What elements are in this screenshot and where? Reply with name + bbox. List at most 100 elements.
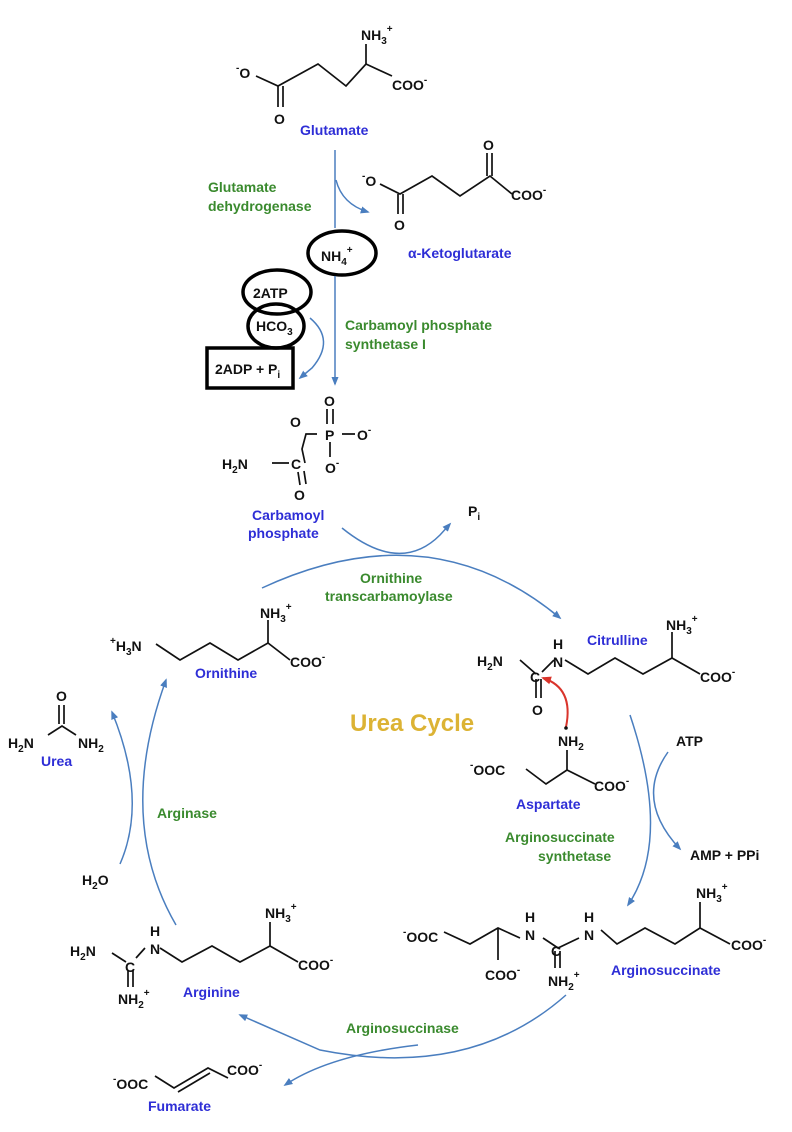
asl-label: Arginosuccinase xyxy=(346,1020,459,1036)
svg-text:N: N xyxy=(553,654,563,670)
svg-text:COO-: COO- xyxy=(594,776,629,794)
glutamate-structure: NH3+ COO- -O O xyxy=(236,24,427,127)
water-label: H2O xyxy=(82,872,109,892)
svg-text:O: O xyxy=(290,414,301,430)
arginine-structure: H N C H2N NH2+ NH3+ COO- xyxy=(70,902,333,1011)
svg-text:NH2: NH2 xyxy=(558,733,584,753)
svg-text:O: O xyxy=(274,111,285,127)
svg-text:NH2+: NH2+ xyxy=(118,988,150,1011)
svg-text:NH3+: NH3+ xyxy=(696,882,728,905)
urea-release-arrow xyxy=(111,710,133,865)
svg-text:NH2: NH2 xyxy=(78,735,104,755)
ass-label-1: Arginosuccinate xyxy=(505,829,615,845)
svg-text:COO-: COO- xyxy=(227,1060,262,1078)
bicarbonate-label: HCO3 xyxy=(256,318,293,338)
fumarate-release-arrow xyxy=(283,1044,419,1086)
svg-text:O: O xyxy=(56,688,67,704)
svg-text:O-: O- xyxy=(325,458,339,476)
phosphate-label: Pi xyxy=(468,503,480,523)
svg-text:COO-: COO- xyxy=(485,965,520,983)
carbamoyl-phosphate-structure: O O P O- O- C O H2N xyxy=(222,393,371,503)
adp-box xyxy=(205,346,295,390)
glutamate-dehydrogenase-label-2: dehydrogenase xyxy=(208,198,312,214)
svg-text:-OOC: -OOC xyxy=(403,927,438,945)
arginosuccinate-label: Arginosuccinate xyxy=(611,962,721,978)
svg-text:O-: O- xyxy=(357,425,371,443)
svg-text:+H3N: +H3N xyxy=(110,636,142,658)
svg-text:NH2+: NH2+ xyxy=(548,970,580,993)
carbamoyl-phosphate-label-1: Carbamoyl xyxy=(252,507,324,523)
citrulline-label: Citrulline xyxy=(587,632,648,648)
fumarate-structure: -OOC COO- xyxy=(113,1060,262,1093)
svg-text:COO-: COO- xyxy=(731,935,766,953)
svg-text:H2N: H2N xyxy=(70,943,96,963)
svg-text:NH3+: NH3+ xyxy=(260,602,292,625)
svg-text:N: N xyxy=(525,927,535,943)
svg-text:H2N: H2N xyxy=(222,456,248,476)
cps1-label-1: Carbamoyl phosphate xyxy=(345,317,492,333)
svg-text:NH3+: NH3+ xyxy=(361,24,393,47)
citrulline-structure: H N NH3+ COO- H2N C O xyxy=(477,614,735,718)
svg-text:NH3+: NH3+ xyxy=(265,902,297,925)
ammonium-circle xyxy=(306,229,378,277)
svg-text:COO-: COO- xyxy=(700,667,735,685)
svg-text:H2N: H2N xyxy=(8,735,34,755)
ass-label-2: synthetase xyxy=(538,848,611,864)
urea-label: Urea xyxy=(41,753,72,769)
ornithine-structure: +H3N NH3+ COO- xyxy=(110,602,325,670)
svg-text:H: H xyxy=(553,636,563,652)
ketoglutarate-structure: O COO- -O O xyxy=(362,137,546,233)
ketoglutarate-release-arrow xyxy=(335,179,370,214)
glutamate-dehydrogenase-label-1: Glutamate xyxy=(208,179,277,195)
atp-cofactor-label: ATP xyxy=(676,733,703,749)
svg-text:-O: -O xyxy=(362,171,376,189)
ornithine-label: Ornithine xyxy=(195,665,257,681)
svg-text:N: N xyxy=(584,927,594,943)
svg-text:O: O xyxy=(324,393,335,409)
aspartate-structure: NH2 -OOC COO- xyxy=(470,726,629,794)
svg-text:O: O xyxy=(294,487,305,503)
svg-text:-OOC: -OOC xyxy=(113,1074,148,1092)
arginosuccinate-to-arginine-arrow xyxy=(238,994,567,1059)
svg-text:H2N: H2N xyxy=(477,653,503,673)
atp-label: 2ATP xyxy=(253,285,288,301)
otc-label-2: transcarbamoylase xyxy=(325,588,453,604)
aspartate-label: Aspartate xyxy=(516,796,581,812)
adp-release-arrow xyxy=(298,317,325,380)
phosphate-release-arrow xyxy=(341,522,452,555)
svg-text:C: C xyxy=(291,456,301,472)
ketoglutarate-label: α-Ketoglutarate xyxy=(408,245,512,261)
svg-text:C: C xyxy=(530,669,540,685)
arginase-label: Arginase xyxy=(157,805,217,821)
atp-to-amp-arrow xyxy=(652,751,682,851)
cycle-title: Urea Cycle xyxy=(350,710,474,737)
svg-text:O: O xyxy=(483,137,494,153)
cps1-label-2: synthetase I xyxy=(345,336,426,352)
svg-text:COO-: COO- xyxy=(298,955,333,973)
arginosuccinate-structure: H N H N C -OOC COO- NH2+ NH3+ COO- xyxy=(403,882,766,993)
adp-label: 2ADP + Pi xyxy=(215,361,280,381)
ornithine-to-citrulline-arrow xyxy=(261,554,562,620)
svg-text:H: H xyxy=(584,909,594,925)
svg-text:O: O xyxy=(532,702,543,718)
arginine-to-ornithine-arrow xyxy=(142,678,177,926)
otc-label-1: Ornithine xyxy=(360,570,422,586)
ammonium-label: NH4+ xyxy=(321,245,353,268)
svg-text:COO-: COO- xyxy=(290,652,325,670)
svg-text:H: H xyxy=(525,909,535,925)
atp-circle xyxy=(241,268,313,316)
svg-text:P: P xyxy=(325,427,334,443)
svg-text:N: N xyxy=(150,941,160,957)
nucleophilic-attack-arrow xyxy=(541,676,569,728)
carbamoyl-phosphate-label-2: phosphate xyxy=(248,525,319,541)
svg-text:COO-: COO- xyxy=(392,75,427,93)
fumarate-label: Fumarate xyxy=(148,1098,211,1114)
svg-text:C: C xyxy=(551,943,561,959)
svg-text:COO-: COO- xyxy=(511,185,546,203)
svg-text:H: H xyxy=(150,923,160,939)
arginine-label: Arginine xyxy=(183,984,240,1000)
svg-text:-O: -O xyxy=(236,63,250,81)
svg-text:-OOC: -OOC xyxy=(470,760,505,778)
svg-text:C: C xyxy=(125,959,135,975)
